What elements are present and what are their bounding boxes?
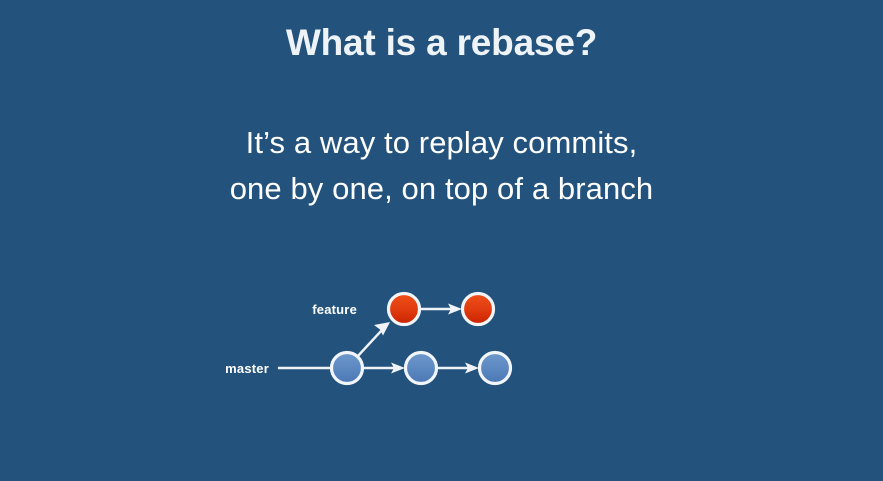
arrow-master1-to-feature1 [356,322,390,358]
feature-branch-label: feature [312,302,357,317]
subtitle-block: It’s a way to replay commits, one by one… [0,120,883,212]
master-commit-node-2[interactable] [403,350,439,386]
master-commit-node-1[interactable] [329,350,365,386]
arrow-master1-to-master2 [363,362,405,374]
arrow-feature1-to-feature2 [420,303,462,315]
subtitle-line-2: one by one, on top of a branch [229,171,654,206]
feature-commit-node-1[interactable] [386,291,422,327]
subtitle-line-1: It’s a way to replay commits, [245,125,638,160]
git-diagram-container: feature master [0,270,883,410]
arrow-master2-to-master3 [437,362,479,374]
master-branch-label: master [225,361,269,376]
git-branch-diagram: feature master [225,291,685,386]
feature-commit-node-2[interactable] [460,291,496,327]
master-commit-node-3[interactable] [477,350,513,386]
page-title: What is a rebase? [285,22,598,63]
